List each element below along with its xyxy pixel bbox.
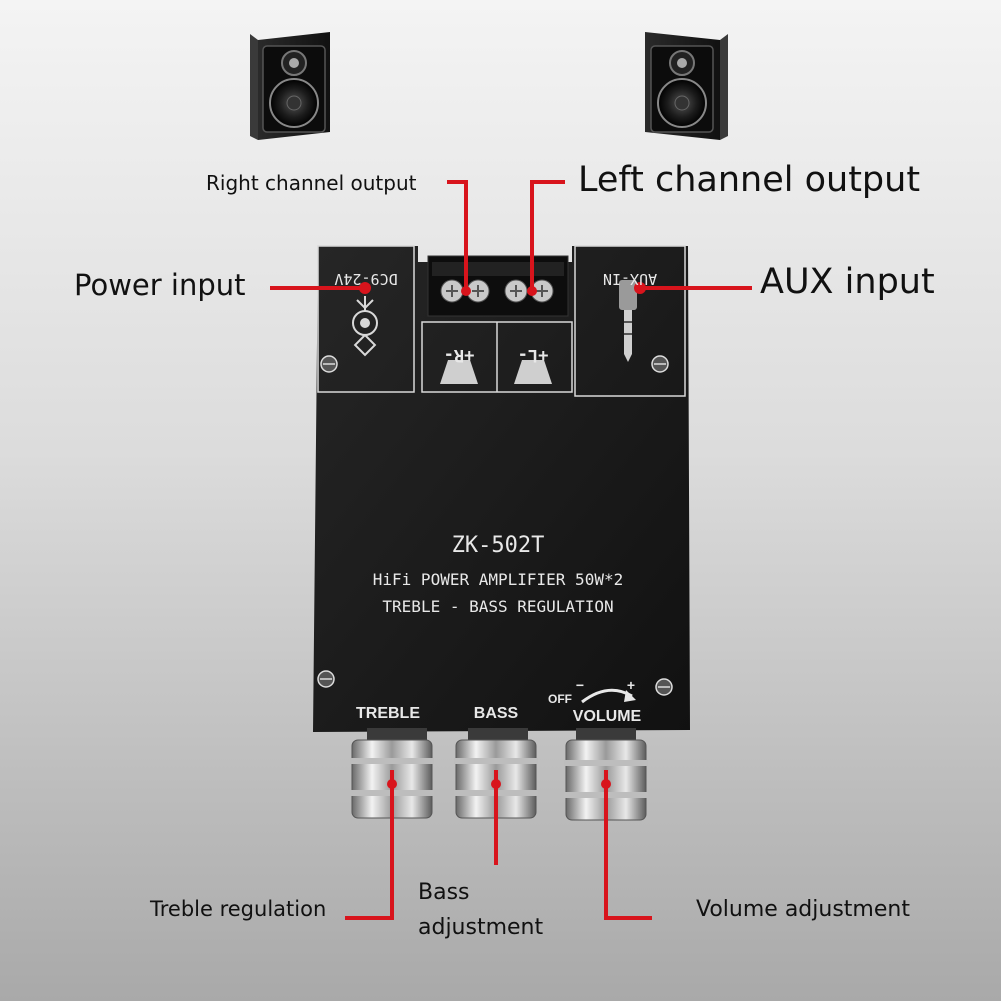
callout-bass-adjustment-line2: adjustment [418, 915, 544, 940]
board-left-polarity: +L- [518, 345, 549, 365]
speaker-icon [645, 32, 728, 140]
board-aux-label: AUX-IN [603, 270, 657, 288]
board-right-polarity: +R- [444, 345, 475, 365]
speaker-terminal-icon [427, 255, 569, 317]
board-plus-label: + [627, 677, 635, 693]
board-line1: HiFi POWER AMPLIFIER 50W*2 [373, 570, 623, 589]
dc-jack-icon [352, 296, 378, 357]
screw-icon [320, 355, 338, 373]
callout-dots [359, 282, 646, 789]
callout-bass-adjustment-line1: Bass [418, 880, 470, 905]
callout-volume-adjustment: Volume adjustment [696, 897, 910, 922]
board-treble-label: TREBLE [356, 705, 420, 722]
callout-aux-input: AUX input [760, 262, 935, 302]
callout-right-channel-output: Right channel output [206, 171, 417, 195]
board-volume-label: VOLUME [573, 708, 642, 725]
board-line2: TREBLE - BASS REGULATION [382, 597, 613, 616]
board-off-label: OFF [548, 692, 572, 706]
screw-icon [651, 355, 669, 373]
amplifier-board [313, 245, 690, 732]
board-minus-label: − [576, 677, 584, 693]
board-power-label: DC9-24V [334, 270, 397, 288]
callout-treble-regulation: Treble regulation [150, 897, 327, 921]
speaker-symbol-icon [440, 360, 552, 384]
audio-jack-icon [619, 280, 637, 362]
callout-lines [270, 180, 752, 920]
callout-left-channel-output: Left channel output [578, 160, 921, 200]
screw-icon [317, 670, 335, 688]
callout-power-input: Power input [74, 268, 246, 302]
speaker-icon [250, 32, 330, 140]
volume-arc-icon [581, 688, 636, 704]
board-bass-label: BASS [474, 705, 519, 722]
board-model: ZK-502T [452, 533, 545, 558]
screw-icon [655, 678, 673, 696]
